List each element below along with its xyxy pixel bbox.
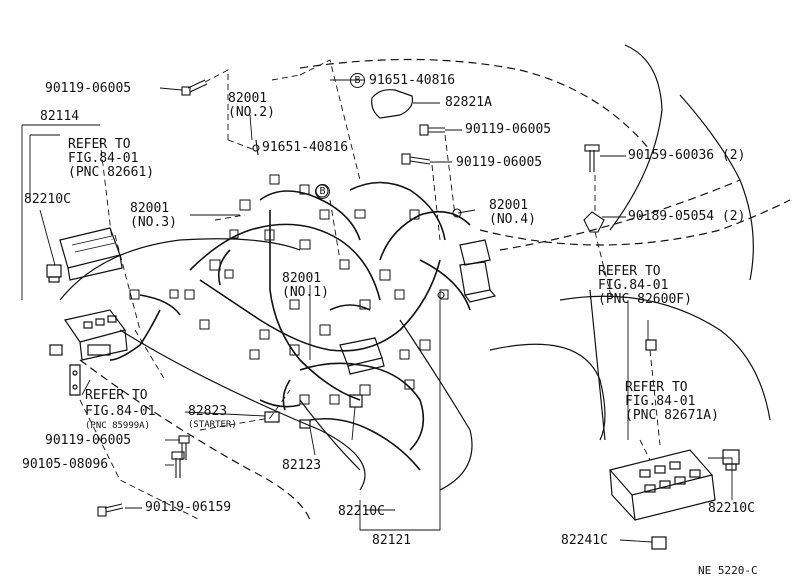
- refer-note-82661: REFER TO FIG.84-01 (PNC 82661): [68, 138, 154, 180]
- fuse-box-right: [608, 449, 716, 521]
- connector-82210c-right: [722, 449, 740, 471]
- label-91651-40816-b: B 91651-40816: [350, 73, 455, 88]
- label-82241c: 82241C: [561, 533, 608, 548]
- refer-note-85999a: REFER TO FIG.84-01 (PNC 85999A): [85, 388, 156, 432]
- label-82001-no2: 82001 (NO.2): [228, 92, 275, 120]
- label-90119-06005-c: 90119-06005: [456, 155, 543, 170]
- label-82121: 82121: [372, 533, 412, 548]
- label-82210c-center: 82210C: [338, 504, 385, 519]
- label-82210c-left: 82210C: [24, 192, 71, 207]
- relay-box-left: [59, 227, 123, 281]
- relay-box-right: [459, 239, 497, 303]
- refer-note-82671a: REFER TO FIG.84-01 (PNC 82671A): [625, 381, 719, 423]
- cover-82821a: [371, 89, 414, 119]
- label-82823-starter: (STARTER): [188, 420, 237, 430]
- label-82001-no2-sub: (NO.2): [228, 105, 275, 120]
- refer-note-line2: FIG.84-01: [68, 151, 139, 166]
- label-82001-no3: 82001 (NO.3): [130, 202, 177, 230]
- refer-note-82600f: REFER TO FIG.84-01 (PNC 82600F): [598, 265, 692, 307]
- refer-note-85999a-line2: FIG.84-01: [85, 404, 156, 419]
- label-90159-60036: 90159-60036 (2): [628, 148, 746, 163]
- bracket-left: [69, 364, 81, 396]
- bolts: [97, 79, 605, 517]
- label-82001-no4: 82001 (NO.4): [489, 199, 536, 227]
- label-82001-no4-number: 82001: [489, 198, 529, 213]
- label-82123: 82123: [282, 458, 322, 473]
- refer-note-85999a-line3: (PNC 85999A): [85, 421, 151, 431]
- label-82001-no1-number: 82001: [282, 271, 322, 286]
- label-82001-no4-sub: (NO.4): [489, 212, 536, 227]
- refer-note-82671a-line3: (PNC 82671A): [625, 408, 719, 423]
- refer-note-82600f-line3: (PNC 82600F): [598, 292, 692, 307]
- body-outline: [59, 44, 791, 521]
- label-90119-06005-d: 90119-06005: [45, 433, 132, 448]
- label-82001-no3-sub: (NO.3): [130, 215, 177, 230]
- small-connector-left: [46, 264, 63, 356]
- label-82001-no1-sub: (NO.1): [282, 285, 329, 300]
- connector-82600f: [645, 339, 657, 351]
- refer-note-82671a-line1: REFER TO: [625, 380, 688, 395]
- refer-note-82600f-line1: REFER TO: [598, 264, 661, 279]
- figure-code: NE 5220-C: [698, 564, 758, 577]
- refer-note-82671a-line2: FIG.84-01: [625, 394, 696, 409]
- label-82821a: 82821A: [445, 95, 492, 110]
- refer-note-line3: (PNC 82661): [68, 165, 155, 180]
- label-90189-05054: 90189-05054 (2): [628, 209, 746, 224]
- label-90119-06005-top: 90119-06005: [45, 81, 132, 96]
- wire-harness: [109, 181, 471, 471]
- label-82001-no1: 82001 (NO.1): [282, 272, 329, 300]
- marker-b-harness-circle: B: [315, 184, 330, 199]
- refer-note-line1: REFER TO: [68, 137, 131, 152]
- fuse-block-left: [64, 309, 128, 361]
- connector-82210c-center: [349, 394, 363, 408]
- connector-82123: [299, 419, 311, 429]
- label-91651-40816-a: 91651-40816: [262, 140, 349, 155]
- refer-note-85999a-line1: REFER TO: [85, 388, 148, 403]
- label-90119-06005-b: 90119-06005: [465, 122, 552, 137]
- label-82001-no3-number: 82001: [130, 201, 170, 216]
- junction-block-center: [339, 337, 385, 375]
- label-82823: 82823: [188, 404, 228, 419]
- label-82210c-right: 82210C: [708, 501, 755, 516]
- connectors: [129, 174, 449, 405]
- marker-b-circle: B: [350, 73, 365, 88]
- starter-connector: [264, 411, 280, 423]
- label-82001-no2-number: 82001: [228, 91, 268, 106]
- dashed-lines: [79, 59, 661, 521]
- label-91651-40816-b-number: 91651-40816: [369, 73, 456, 88]
- leader-lines: [21, 79, 733, 543]
- connector-82241c: [651, 536, 667, 550]
- label-90119-06159: 90119-06159: [145, 500, 232, 515]
- label-90105-08096: 90105-08096: [22, 457, 109, 472]
- marker-b-harness: B: [315, 184, 334, 199]
- refer-note-82600f-line2: FIG.84-01: [598, 278, 669, 293]
- label-82114: 82114: [40, 109, 80, 124]
